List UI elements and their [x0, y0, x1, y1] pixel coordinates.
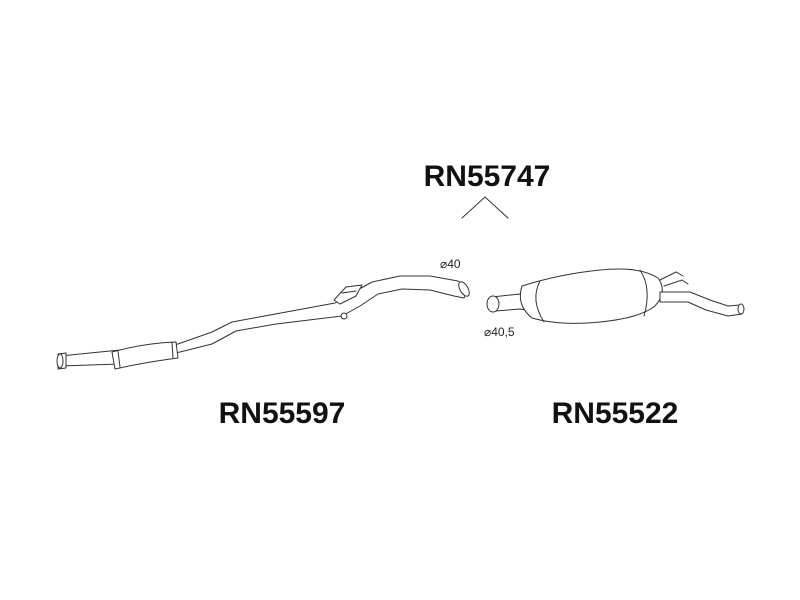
front-pipe-outlet-opening — [458, 281, 470, 297]
left-outlet-diameter: ⌀40 — [440, 257, 461, 271]
rear-silencer-endcap-seam — [639, 269, 648, 317]
front-pipe-clip — [340, 312, 348, 320]
front-pipe-tube — [59, 275, 469, 367]
rear-silencer-hanger-top — [659, 271, 684, 281]
front-pipe-hanger-detail — [341, 290, 357, 294]
rear-silencer-tailpipe — [659, 291, 743, 317]
rear-silencer-tailpipe-opening — [737, 303, 745, 315]
resonator-seam-right — [171, 341, 174, 359]
front-pipe-inlet-opening — [56, 353, 64, 369]
front-pipe-drawing — [56, 275, 470, 370]
rear-silencer-frontcap-seam — [535, 280, 545, 323]
rear-silencer-inlet-opening — [486, 295, 500, 313]
front-pipe-hanger — [333, 284, 363, 305]
resonator-seam-left — [117, 350, 121, 368]
kit-bracket — [461, 196, 509, 219]
rear-silencer-hanger-top-2 — [663, 279, 689, 287]
rear-silencer-drawing — [486, 268, 745, 324]
right-inlet-diameter: ⌀40,5 — [484, 325, 515, 339]
front-pipe-resonator — [111, 341, 179, 370]
kit-part-number: RN55747 — [424, 160, 551, 193]
right-part-number: RN55522 — [552, 397, 679, 430]
rear-silencer-body — [519, 268, 663, 324]
left-part-number: RN55597 — [219, 397, 346, 430]
